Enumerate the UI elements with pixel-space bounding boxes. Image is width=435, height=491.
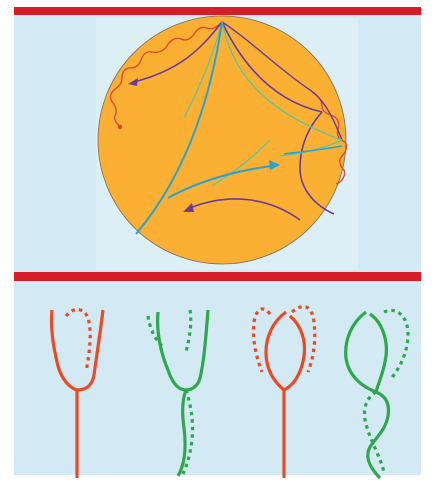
hyperbolic-disk-panel bbox=[98, 16, 346, 264]
middle-divider-bar bbox=[14, 272, 421, 281]
hyperbolic-disk bbox=[98, 16, 346, 264]
red-curve-endpoint bbox=[118, 125, 122, 129]
top-divider-bar bbox=[14, 7, 421, 15]
